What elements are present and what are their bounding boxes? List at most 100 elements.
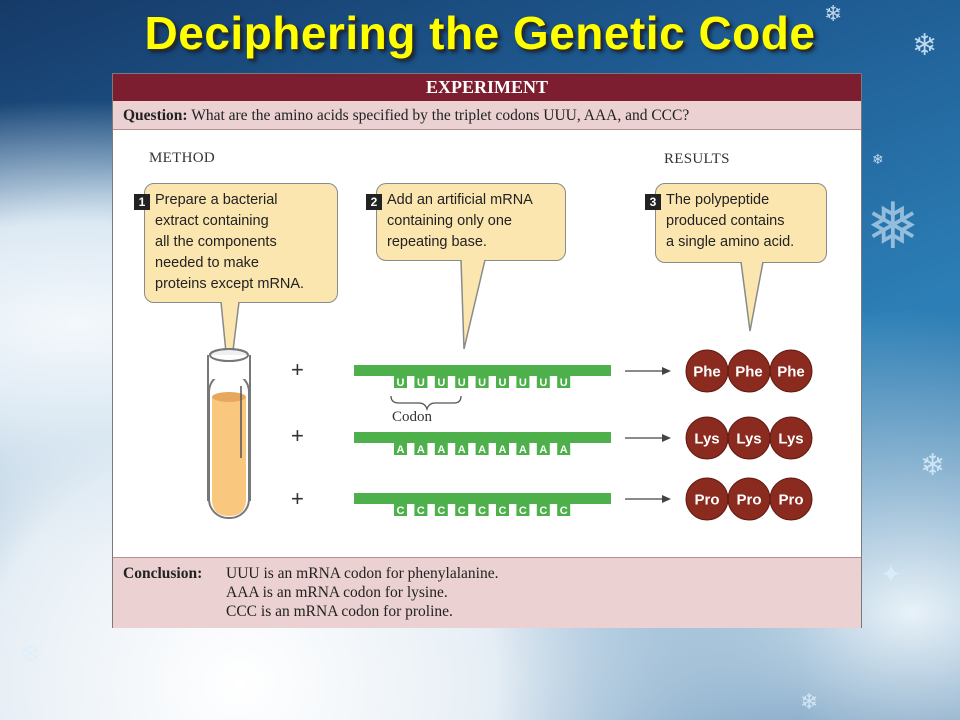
mrna-base-tab [434, 504, 448, 516]
amino-acid-label: Phe [693, 364, 721, 381]
snowflake-icon: ❄ [920, 448, 946, 483]
test-tube [207, 348, 251, 519]
mrna-base-tab [475, 443, 489, 455]
amino-acid-label: Lys [778, 431, 803, 448]
mrna-base-tab [557, 443, 571, 455]
mrna-base-tab [536, 376, 550, 388]
mrna-base-tab [536, 504, 550, 516]
mrna-base-tab [475, 504, 489, 516]
arrow-head [662, 495, 671, 503]
step-2-line: repeating base. [387, 234, 487, 250]
conclusion-line: CCC is an mRNA codon for proline. [226, 603, 453, 620]
step-1-line: all the components [155, 234, 277, 250]
mrna-base-tab [496, 443, 509, 455]
step-1-line: extract containing [155, 213, 269, 229]
mrna-base-tab [455, 443, 469, 455]
step-3-number: 3 [645, 194, 661, 210]
mrna-backbone [354, 493, 611, 504]
snowflake-icon: ❄ [800, 690, 819, 715]
mrna-base-tab [516, 376, 530, 388]
step-2-callout: Add an artificial mRNA containing only o… [376, 183, 566, 261]
mrna-base-tab [394, 376, 407, 388]
conclusion-label: Conclusion: [123, 565, 203, 582]
amino-acid-label: Lys [694, 431, 719, 448]
snowflake-icon: ❄ [824, 2, 843, 27]
mrna-base-tab [455, 504, 469, 516]
snowflake-icon: ✦ [880, 560, 902, 590]
amino-acid-label: Lys [736, 431, 761, 448]
pointer-mask [222, 299, 238, 304]
conclusion-band: Conclusion: UUU is an mRNA codon for phe… [113, 557, 861, 628]
amino-acid-label: Pro [736, 492, 761, 509]
plus-sign: + [291, 357, 304, 382]
mrna-base-tab [516, 504, 530, 516]
mrna-base: C [458, 505, 466, 517]
question-label: Question: [123, 107, 188, 124]
snowflake-icon: ❅ [866, 190, 920, 264]
codon-label: Codon [392, 409, 433, 425]
mrna-base: C [397, 505, 405, 517]
step-1-line: proteins except mRNA. [155, 276, 305, 292]
mrna-base: U [478, 377, 486, 389]
mrna-base-tab [414, 443, 428, 455]
amino-acid-label: Pro [778, 492, 803, 509]
amino-acid-circle [769, 349, 813, 393]
mrna-base: U [397, 377, 405, 389]
mrna-base: U [519, 377, 527, 389]
amino-acid-circle [769, 416, 813, 460]
step-1-line: Prepare a bacterial [155, 192, 278, 208]
snowflake-icon: ❆ [20, 640, 41, 668]
amino-acid-label: Phe [735, 364, 763, 381]
mrna-base: C [417, 505, 425, 517]
mrna-base-tab [516, 443, 530, 455]
mrna-base-tab [455, 376, 469, 388]
plus-sign: + [291, 486, 304, 511]
mrna-base: U [539, 377, 547, 389]
step-1-line: needed to make [155, 255, 259, 271]
step-2-line: containing only one [387, 213, 512, 229]
mrna-base-tab [496, 376, 509, 388]
step-2-number: 2 [366, 194, 382, 210]
mrna-base-tab [414, 376, 428, 388]
mrna-base: C [499, 505, 507, 517]
mrna-base: A [539, 444, 547, 456]
mrna-base-tab [496, 504, 509, 516]
mrna-base: A [458, 444, 466, 456]
step-3-line: a single amino acid. [666, 234, 795, 250]
step-1-number: 1 [134, 194, 150, 210]
snowflake-icon: ❄ [912, 28, 938, 63]
amino-acid-label: Phe [777, 364, 805, 381]
mrna-base: U [560, 377, 568, 389]
mrna-base: C [478, 505, 486, 517]
step-2-line: Add an artificial mRNA [387, 192, 533, 208]
mrna-base: A [519, 444, 527, 456]
mrna-base-tab [394, 443, 407, 455]
mrna-base: U [417, 377, 425, 389]
pointer-mask [462, 257, 484, 262]
mrna-base-tab [414, 504, 428, 516]
amino-acid-circle [769, 477, 813, 521]
arrow-head [662, 434, 671, 442]
pointer-mask [742, 259, 762, 264]
step-3-line: produced contains [666, 213, 785, 229]
results-label: RESULTS [664, 151, 730, 167]
mrna-base-tab [434, 376, 448, 388]
mrna-base: U [437, 377, 445, 389]
amino-acid-label: Pro [694, 492, 719, 509]
mrna-base: U [499, 377, 507, 389]
mrna-backbone [354, 432, 611, 443]
codon-brace [390, 395, 462, 412]
mrna-base: U [458, 377, 466, 389]
method-label: METHOD [149, 150, 215, 166]
mrna-base-tab [434, 443, 448, 455]
slide-title: Deciphering the Genetic Code [144, 7, 816, 59]
callout-pointer [460, 259, 486, 350]
arrow-head [662, 367, 671, 375]
mrna-base: A [437, 444, 445, 456]
callout-pointer [740, 261, 764, 332]
mrna-base: C [519, 505, 527, 517]
mrna-base-tab [536, 443, 550, 455]
mrna-base: A [397, 444, 405, 456]
step-1-callout: Prepare a bacterial extract containing a… [144, 183, 338, 303]
